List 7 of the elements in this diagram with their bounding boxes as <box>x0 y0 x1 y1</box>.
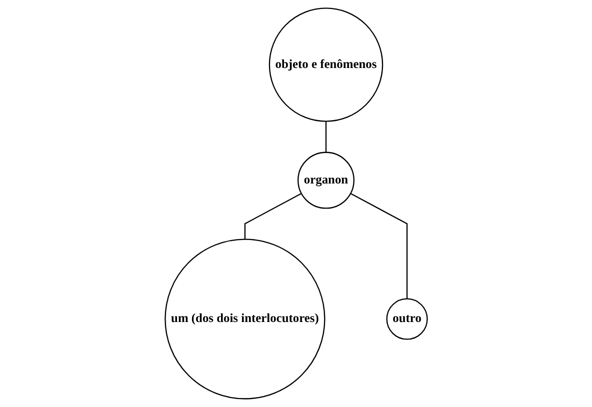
node-circle: organon <box>297 152 354 209</box>
node-circle: um (dos dois interlocutores) <box>164 238 326 400</box>
connector <box>325 121 326 152</box>
connector <box>350 192 408 299</box>
node-circle: objeto e fenômenos <box>268 8 383 122</box>
node-circle: outro <box>386 298 428 340</box>
connector <box>244 192 302 240</box>
